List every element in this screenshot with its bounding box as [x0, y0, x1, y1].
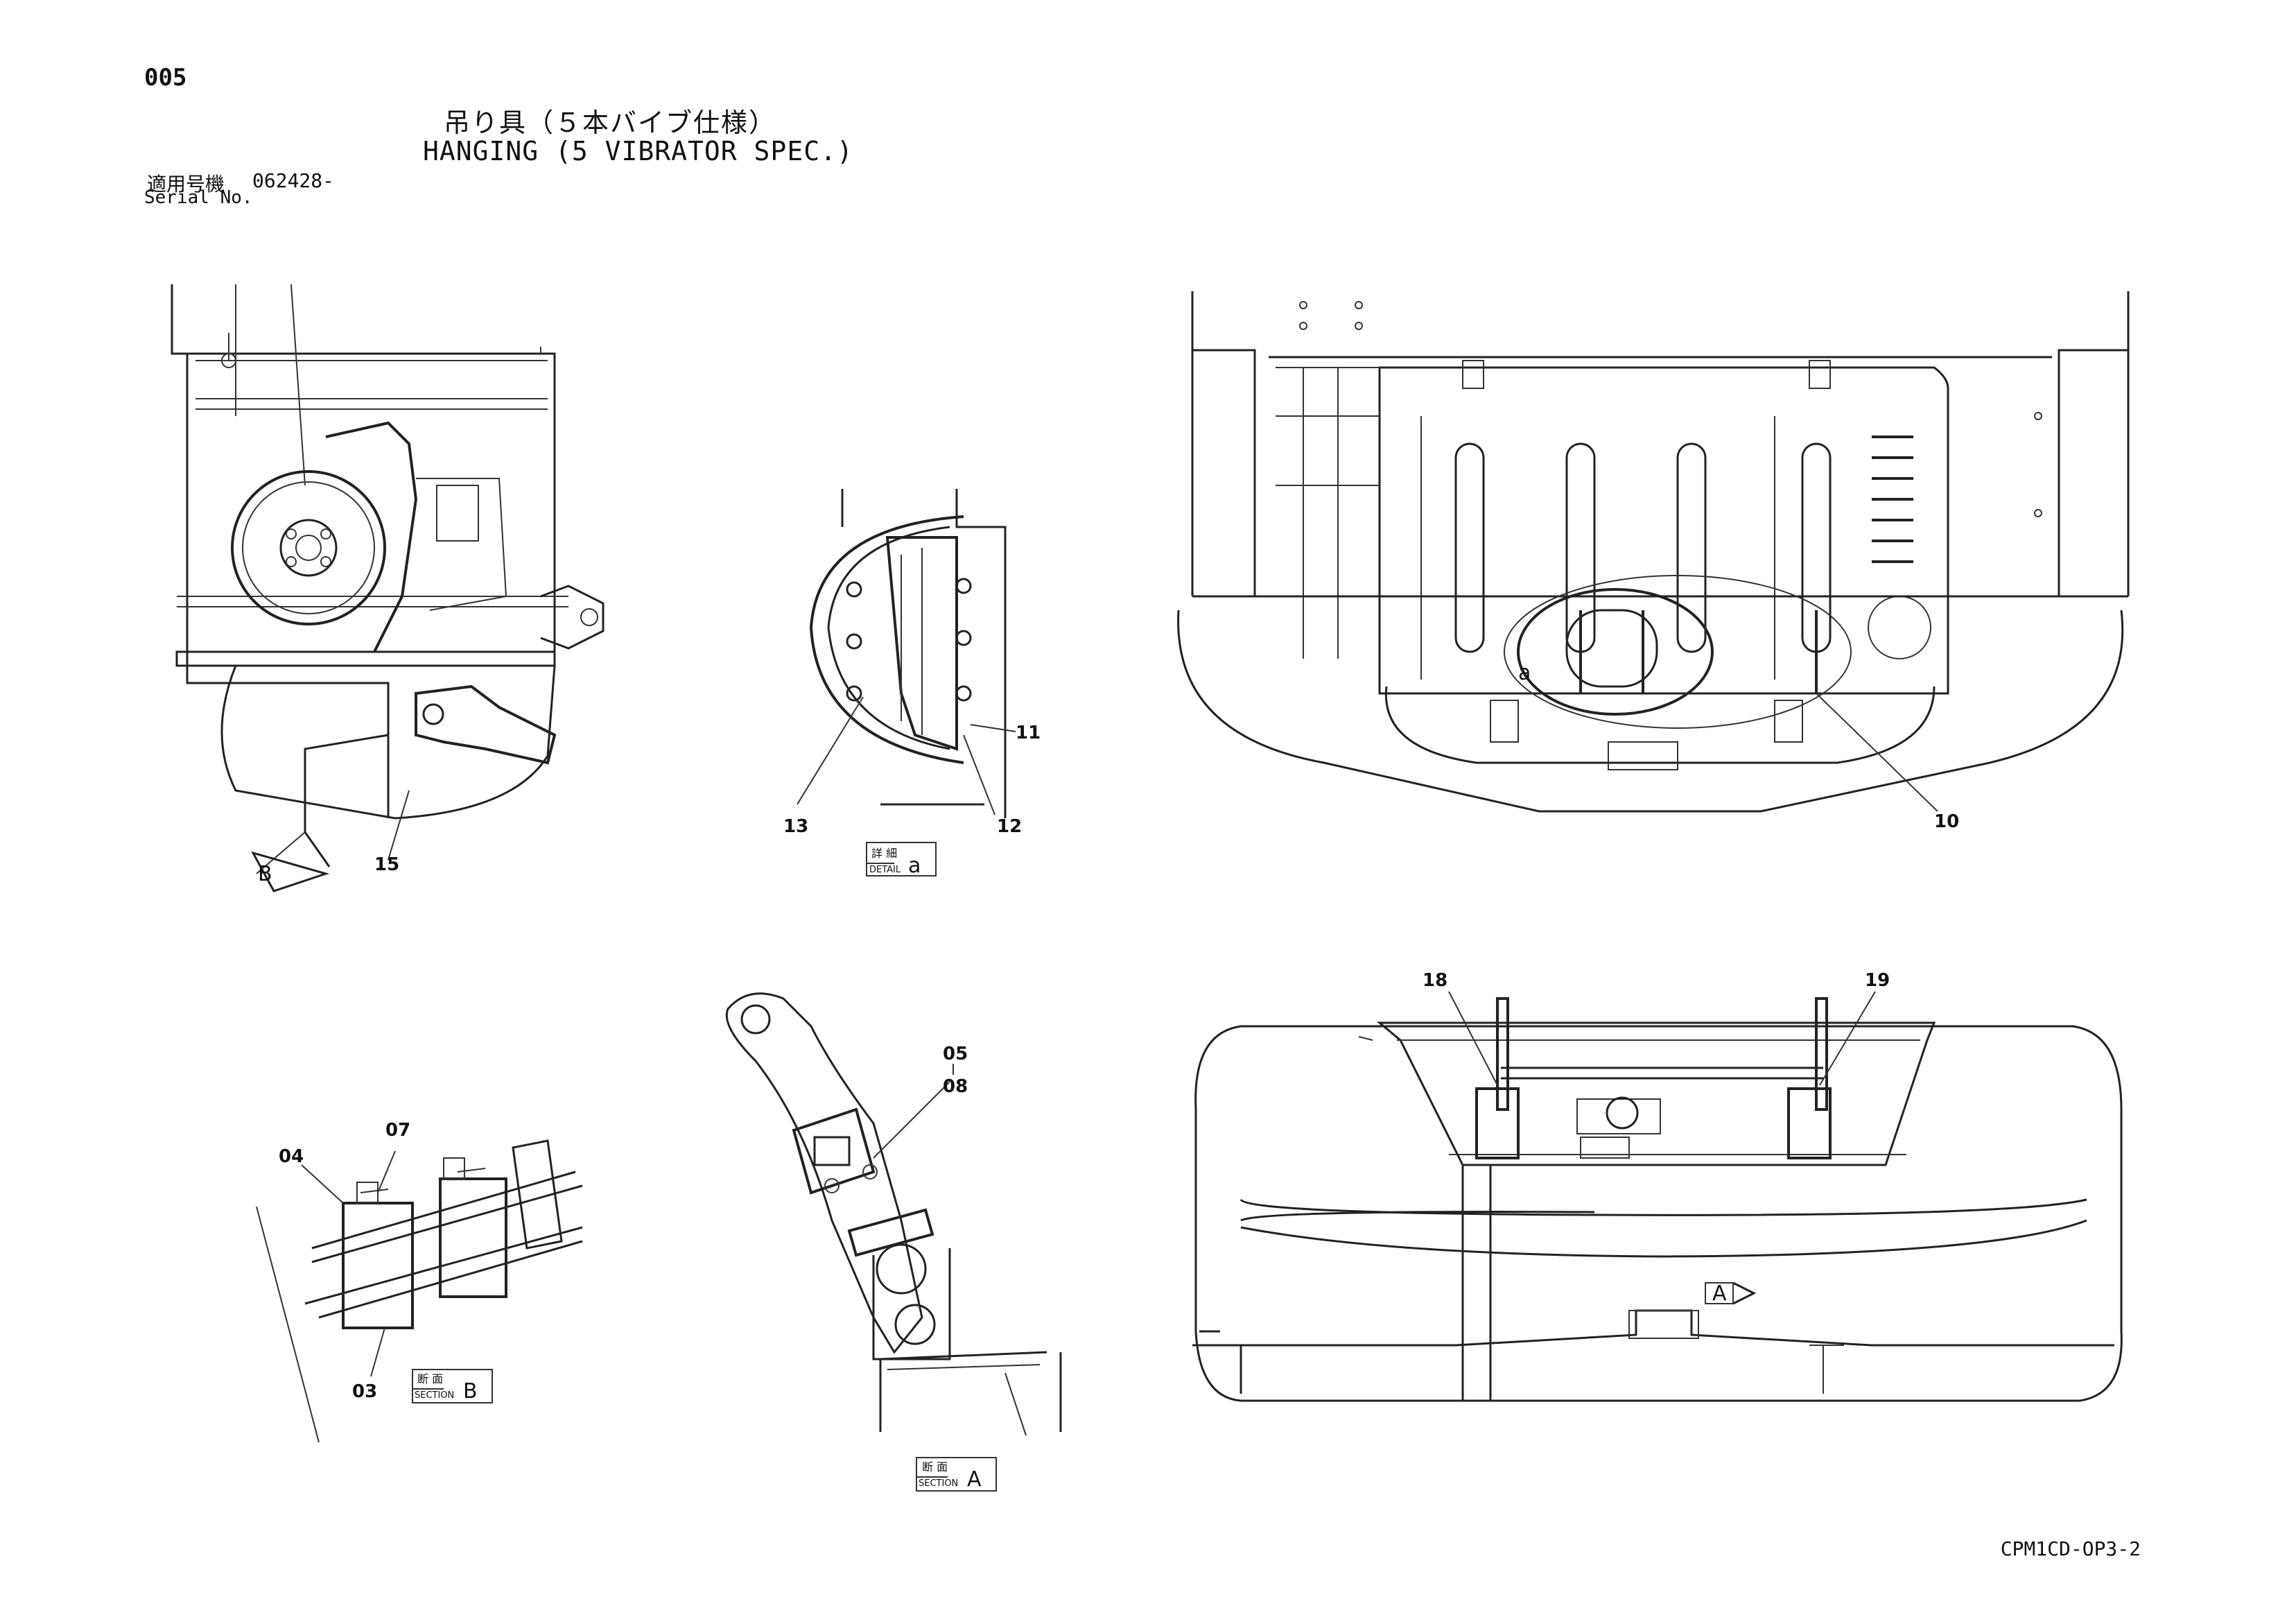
callout-19: 19: [1865, 970, 1890, 991]
side-view-engine: [171, 284, 605, 892]
callout-13: 13: [783, 816, 808, 837]
callout-08: 08: [943, 1076, 968, 1097]
section-a-view: [725, 992, 1062, 1492]
serial-label-english: Serial No.: [144, 187, 253, 208]
callout-07: 07: [385, 1120, 410, 1141]
arrow-marker-a: A: [1712, 1281, 1727, 1306]
callout-12: 12: [997, 816, 1022, 837]
detail-a-label-en: DETAIL: [869, 865, 901, 875]
callout-05: 05: [943, 1044, 968, 1064]
section-a-label-jp: 断 面: [922, 1460, 948, 1474]
callout-10: 10: [1934, 811, 1959, 832]
section-a-letter: A: [967, 1467, 982, 1492]
section-b-letter: B: [463, 1379, 478, 1403]
arrow-marker-b: B: [258, 862, 272, 886]
top-view-machine: [1177, 291, 2130, 813]
callout-03: 03: [352, 1381, 377, 1402]
callout-15: 15: [374, 854, 399, 875]
callout-04: 04: [279, 1146, 304, 1167]
serial-label-japanese: 適用号機: [147, 173, 225, 196]
detail-reference-a: a: [1518, 661, 1531, 685]
section-b-label-jp: 断 面: [417, 1372, 443, 1385]
section-b-view: [256, 1139, 583, 1443]
serial-number-value: 062428-: [252, 169, 335, 192]
detail-a-view: [797, 489, 1016, 876]
section-b-label-en: SECTION: [415, 1390, 454, 1401]
title-english: HANGING (5 VIBRATOR SPEC.): [423, 136, 853, 166]
section-a-label-en: SECTION: [919, 1478, 958, 1489]
title-japanese: 吊り具（５本バイブ仕様）: [444, 107, 777, 138]
page-number: 005: [144, 64, 187, 92]
detail-a-letter: a: [908, 854, 921, 878]
drawing-code: CPM1CD-OP3-2: [2000, 1537, 2141, 1560]
callout-18: 18: [1423, 970, 1447, 991]
detail-a-label-jp: 詳 細: [871, 847, 897, 860]
rear-view-machine: [1192, 991, 2123, 1402]
callout-11: 11: [1016, 723, 1041, 743]
